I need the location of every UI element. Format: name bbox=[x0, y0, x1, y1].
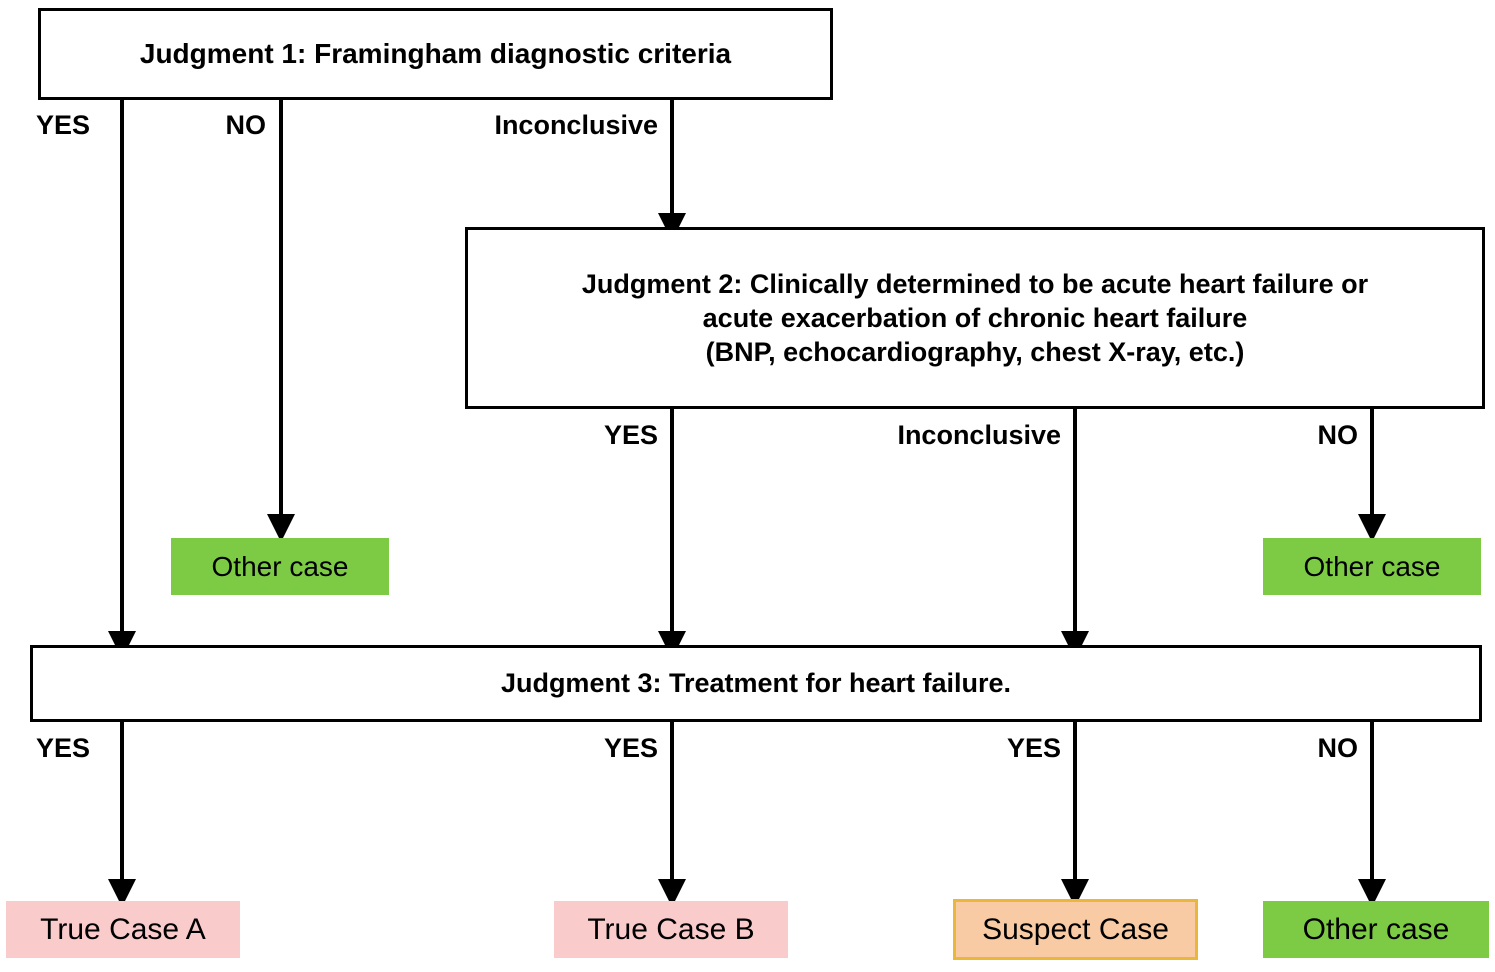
node-other-case-j1-no-label: Other case bbox=[211, 550, 349, 582]
node-true-case-a-label: True Case A bbox=[40, 912, 206, 946]
node-other-case-j2-no[interactable]: Other case bbox=[1263, 538, 1481, 595]
edge-label-j2-inconclusive: Inconclusive bbox=[897, 420, 1061, 450]
edge-label-j3-yes-suspect: YES bbox=[1006, 733, 1061, 763]
node-suspect-case-label: Suspect Case bbox=[982, 912, 1169, 946]
node-judgment-3-label: Judgment 3: Treatment for heart failure. bbox=[500, 668, 1012, 699]
edge-label-j2-no: NO bbox=[1317, 420, 1359, 450]
node-other-case-j2-no-label: Other case bbox=[1303, 550, 1441, 582]
edge-label-j3-yes-b: YES bbox=[603, 733, 658, 763]
node-other-case-j3-no[interactable]: Other case bbox=[1263, 901, 1489, 958]
edge-label-j1-inconclusive: Inconclusive bbox=[494, 110, 658, 140]
edge-label-j3-yes-a: YES bbox=[36, 733, 91, 763]
node-judgment-2-line-3: (BNP, echocardiography, chest X-ray, etc… bbox=[705, 337, 1245, 367]
node-true-case-b-label: True Case B bbox=[587, 912, 755, 946]
node-judgment-1-label: Judgment 1: Framingham diagnostic criter… bbox=[139, 38, 732, 70]
node-judgment-2-line-1: Judgment 2: Clinically determined to be … bbox=[581, 268, 1369, 299]
node-other-case-j1-no[interactable]: Other case bbox=[171, 538, 389, 595]
node-suspect-case[interactable]: Suspect Case bbox=[953, 899, 1198, 960]
edge-label-j3-no: NO bbox=[1317, 733, 1359, 763]
edge-label-j1-yes: YES bbox=[36, 110, 91, 140]
edge-label-j2-yes: YES bbox=[603, 420, 658, 450]
node-other-case-j3-no-label: Other case bbox=[1302, 912, 1450, 946]
node-true-case-b[interactable]: True Case B bbox=[554, 901, 788, 958]
node-judgment-2[interactable]: Judgment 2: Clinically determined to be … bbox=[465, 227, 1485, 409]
node-judgment-2-line-2: acute exacerbation of chronic heart fail… bbox=[702, 302, 1248, 333]
node-true-case-a[interactable]: True Case A bbox=[6, 901, 240, 958]
node-judgment-1[interactable]: Judgment 1: Framingham diagnostic criter… bbox=[38, 8, 833, 100]
node-judgment-3[interactable]: Judgment 3: Treatment for heart failure. bbox=[30, 645, 1482, 722]
edge-label-j1-no: NO bbox=[225, 110, 267, 140]
